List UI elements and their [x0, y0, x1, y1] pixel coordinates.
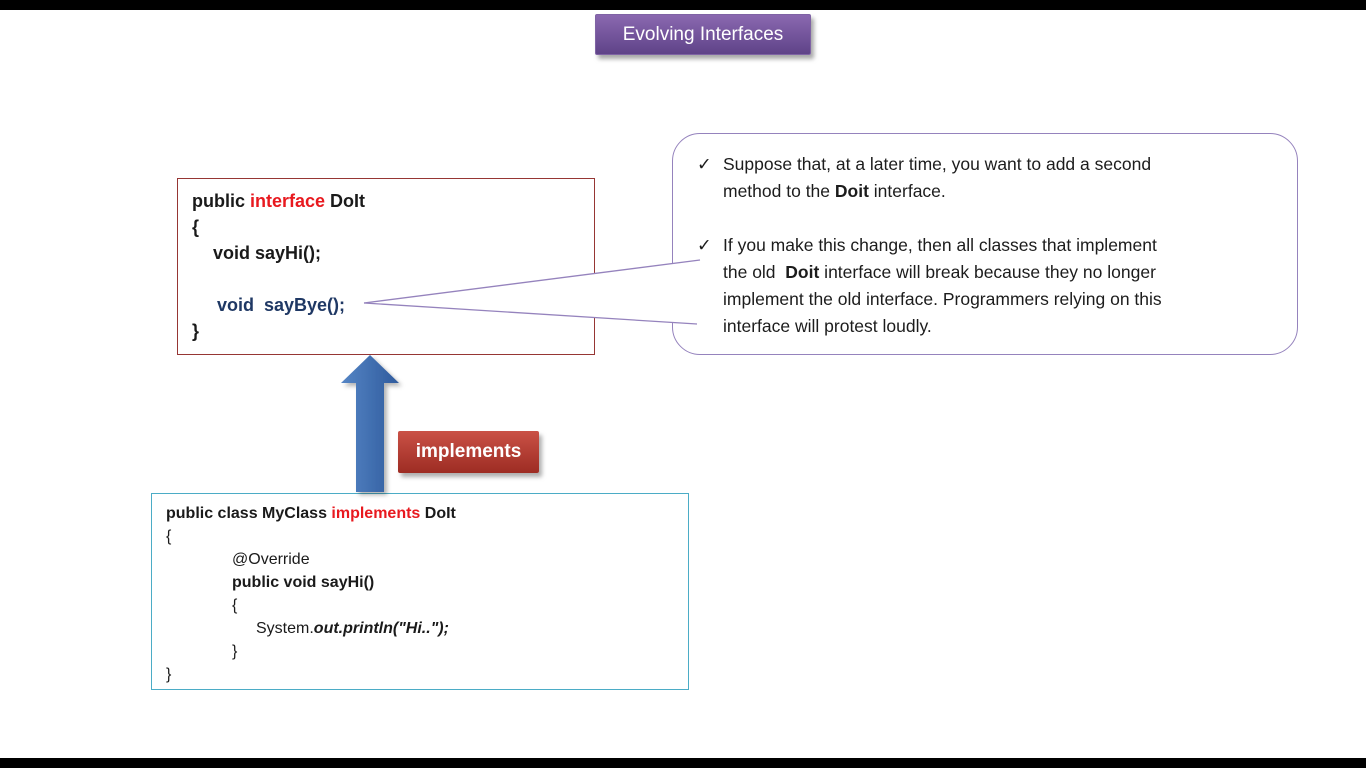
code-token: System.: [256, 620, 314, 637]
slide-title-text: Evolving Interfaces: [622, 23, 784, 45]
implements-label-text: implements: [415, 441, 522, 462]
bubble-line: the old Doit interface will break becaus…: [697, 259, 1279, 286]
code-line: }: [166, 666, 172, 683]
bubble-text: the old: [723, 262, 786, 282]
interface-code-box: public interface DoIt { void sayHi(); vo…: [177, 178, 595, 355]
bubble-text: method to the: [723, 181, 835, 201]
code-token: public: [192, 191, 250, 211]
letterbox-top-bar: [0, 0, 1366, 10]
implements-label-box: implements: [398, 431, 539, 473]
code-line: {: [192, 217, 200, 237]
keyword-implements: implements: [331, 505, 421, 522]
code-line: public void sayHi(): [232, 574, 375, 591]
code-line-saybye: void sayBye();: [217, 295, 346, 315]
bubble-line: interface will protest loudly.: [697, 313, 1279, 340]
bubble-text-bold: Doit: [834, 181, 869, 201]
code-line: public interface DoIt: [192, 188, 594, 214]
slide-title-box: Evolving Interfaces: [595, 14, 811, 55]
check-column-spacer: [697, 286, 723, 313]
check-column-spacer: [697, 178, 723, 205]
bubble-text-bold: Doit: [785, 262, 820, 282]
check-column-spacer: [697, 313, 723, 340]
code-line: }: [192, 321, 200, 341]
bubble-text: implement the old interface. Programmers…: [723, 289, 1162, 309]
code-line: {: [166, 528, 172, 545]
bubble-text: interface.: [868, 181, 946, 201]
code-token: DoIt: [420, 505, 456, 522]
code-line: public class MyClass implements DoIt: [166, 502, 688, 525]
code-token: public class MyClass: [166, 505, 332, 522]
implements-up-arrow: [341, 355, 399, 492]
code-line: void sayHi();: [213, 243, 322, 263]
code-line: }: [232, 643, 238, 660]
keyword-interface: interface: [250, 191, 326, 211]
check-column-spacer: [697, 259, 723, 286]
code-line-println: System.out.println("Hi..");: [166, 617, 688, 640]
callout-bubble: ✓ Suppose that, at a later time, you want…: [672, 133, 1298, 355]
code-line-blank: [192, 266, 594, 292]
letterbox-bottom-bar: [0, 758, 1366, 768]
code-token-bold-italic: out.println("Hi..");: [313, 620, 449, 637]
bubble-line: ✓ Suppose that, at a later time, you want…: [697, 151, 1279, 178]
bubble-line: implement the old interface. Programmers…: [697, 286, 1279, 313]
bubble-text: interface will break because they no lon…: [819, 262, 1156, 282]
bubble-line: method to the Doit interface.: [697, 178, 1279, 205]
bubble-text: If you make this change, then all classe…: [723, 235, 1157, 255]
code-line-override: @Override: [232, 551, 310, 568]
checkmark-icon: ✓: [697, 235, 712, 255]
bubble-line: ✓ If you make this change, then all class…: [697, 232, 1279, 259]
bubble-text: interface will protest loudly.: [723, 316, 932, 336]
checkmark-icon: ✓: [697, 154, 712, 174]
code-line: {: [232, 597, 238, 614]
code-token: DoIt: [325, 191, 366, 211]
bubble-paragraph-gap: [697, 205, 1279, 232]
bubble-text: Suppose that, at a later time, you want …: [723, 154, 1152, 174]
class-code-box: public class MyClass implements DoIt { @…: [151, 493, 689, 690]
